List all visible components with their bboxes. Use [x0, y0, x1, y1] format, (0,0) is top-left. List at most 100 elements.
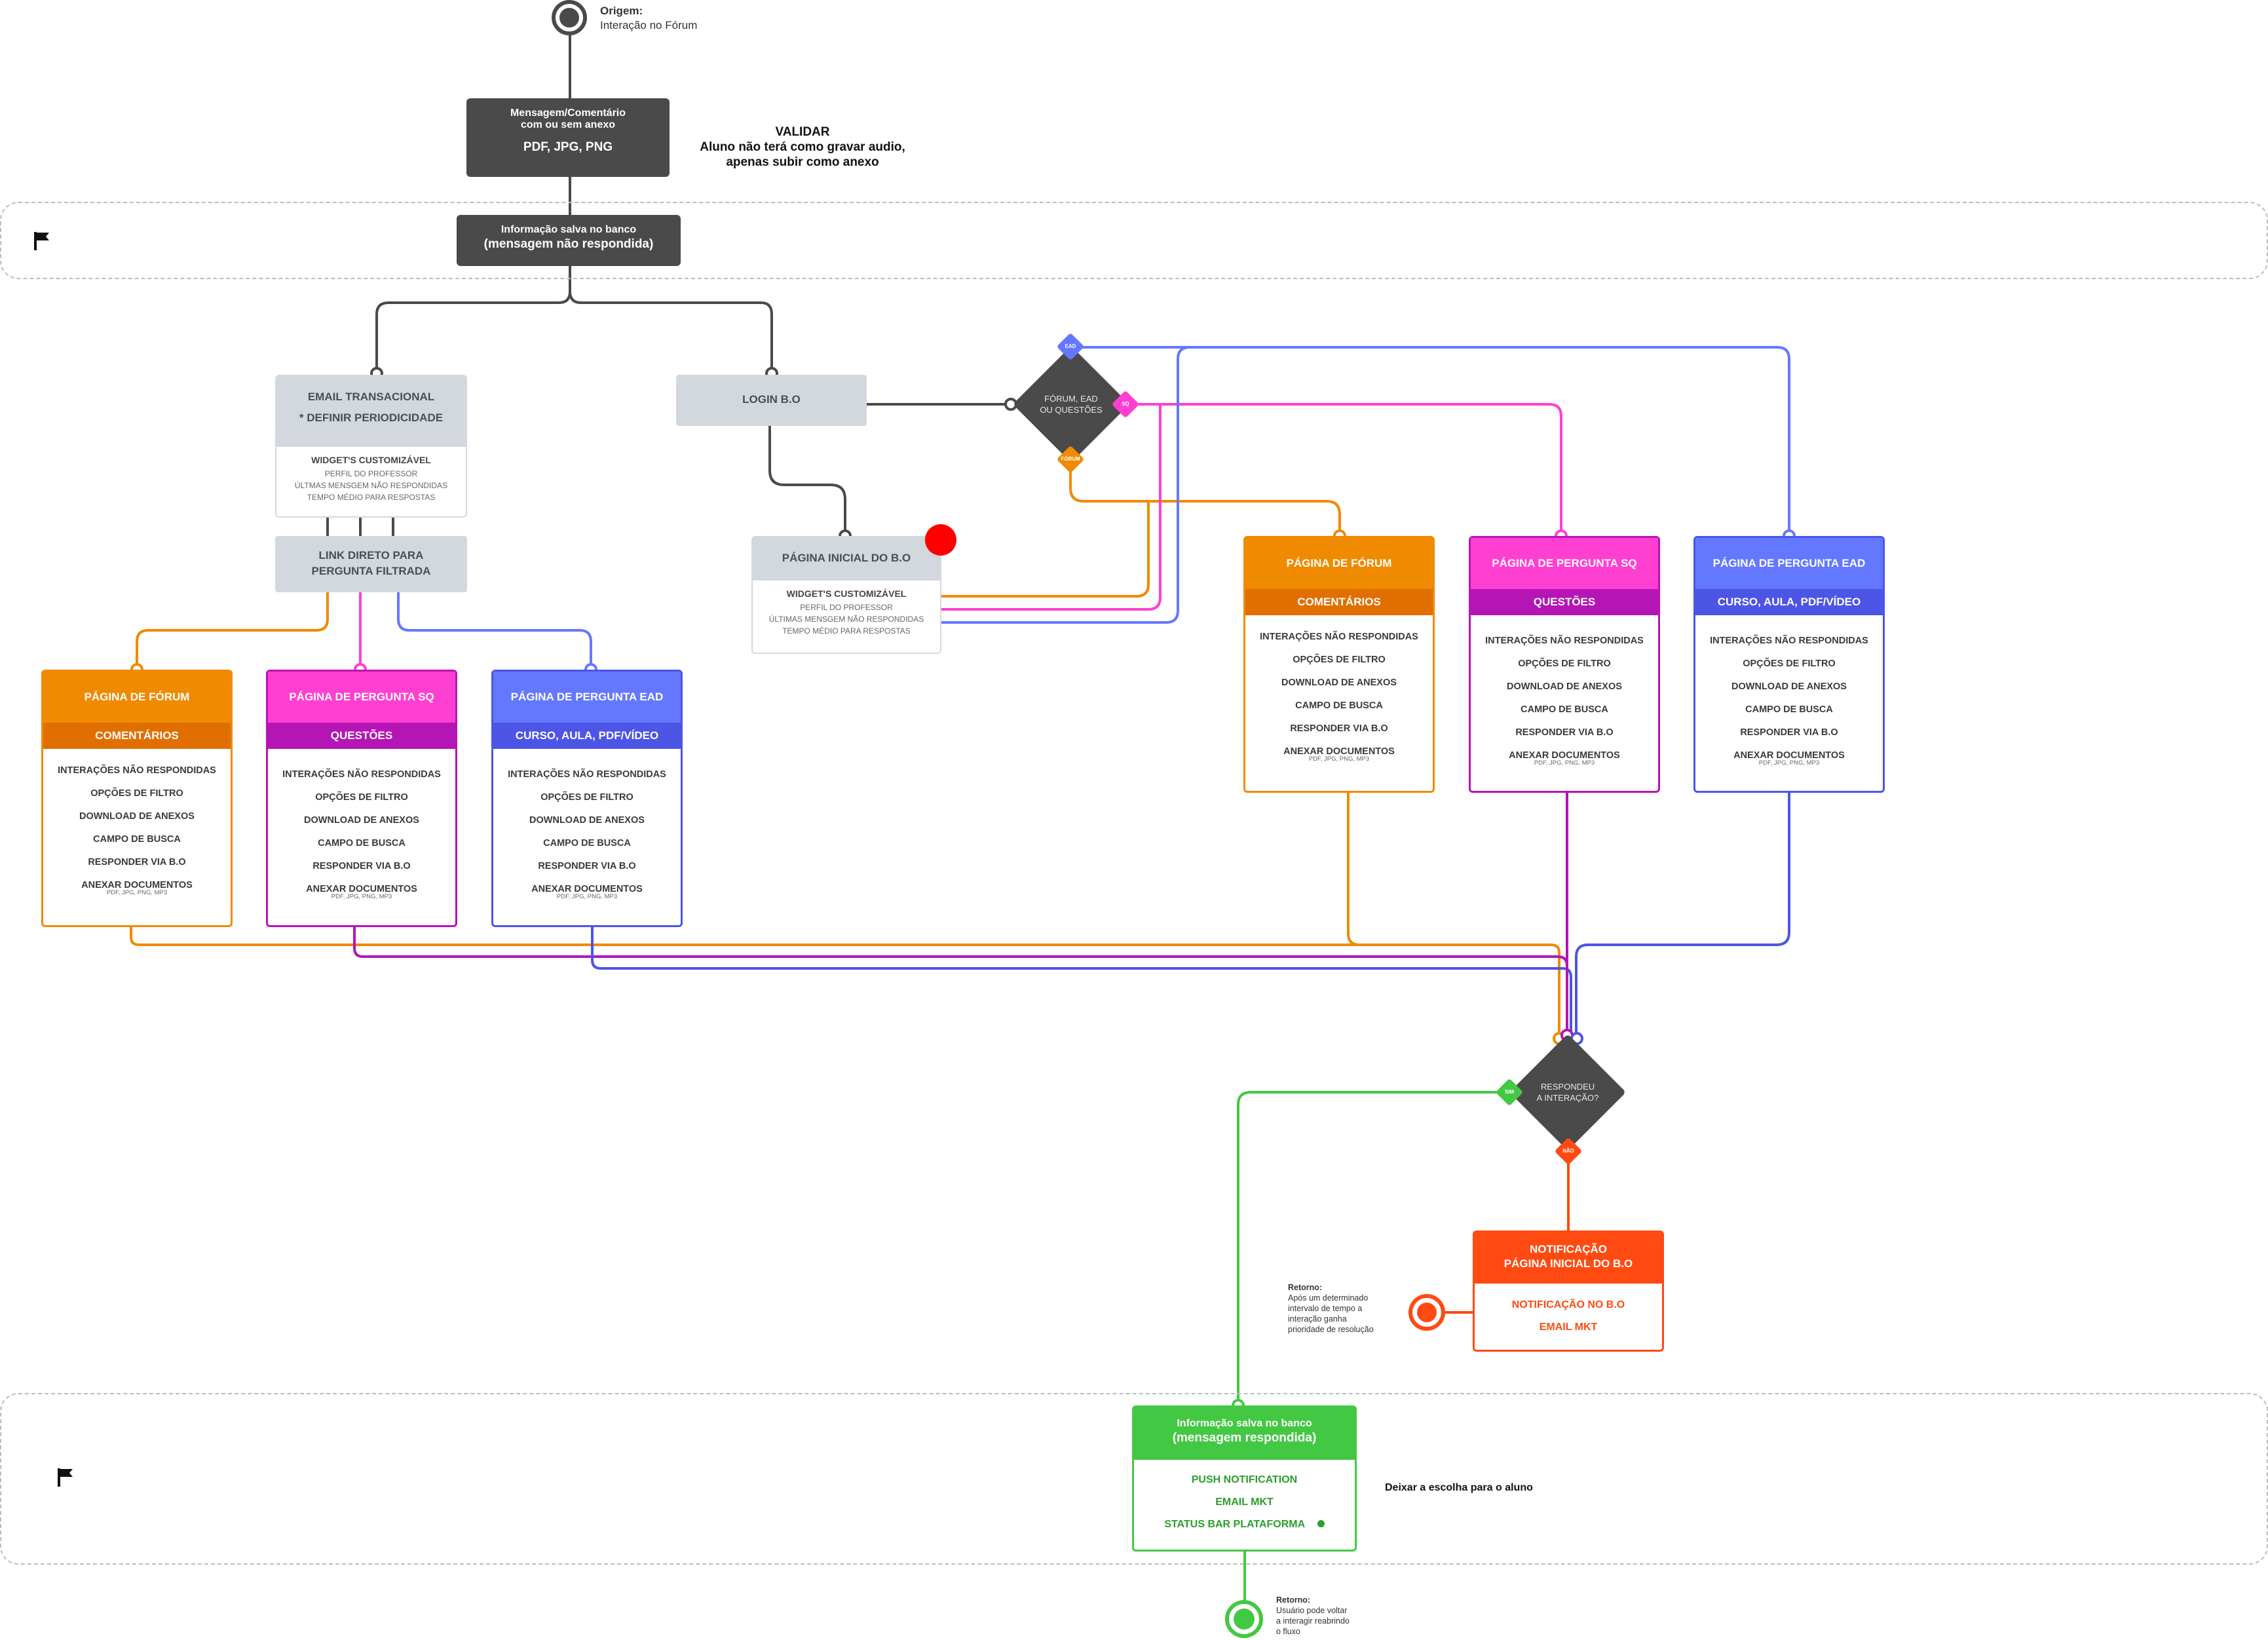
final-item: STATUS BAR PLATAFORMA [1164, 1519, 1306, 1530]
status-dot-icon [1317, 1520, 1325, 1527]
tag-forum-label: FÓRUM [1061, 456, 1080, 462]
card-item: CAMPO DE BUSCA [543, 838, 631, 849]
flag-icon [58, 1468, 73, 1487]
email-widget-item: ÚLTMAS MENSGEM NÃO RESPONDIDAS [294, 481, 448, 490]
card-item: DOWNLOAD DE ANEXOS [529, 815, 645, 826]
return-note-2-line: Retorno: [1276, 1595, 1311, 1605]
card-item: ANEXAR DOCUMENTOS [1283, 746, 1395, 757]
card-item: RESPONDER VIA B.O [538, 861, 636, 871]
wire-decision-sq [1124, 403, 1562, 537]
message-line2: com ou sem anexo [520, 119, 616, 130]
return-note-1-line: Retorno: [1288, 1283, 1323, 1292]
home-widget-item: TEMPO MÉDIO PARA RESPOSTAS [782, 626, 911, 636]
card-item: ANEXAR DOCUMENTOS [81, 880, 193, 890]
return-note-1-line: interação ganha [1288, 1314, 1347, 1324]
decision-forum-line1: FÓRUM, EAD [1044, 394, 1098, 404]
home-widget-title: WIDGET'S CUSTOMIZÁVEL [786, 588, 907, 599]
message-box: Mensagem/Comentário com ou sem anexo PDF… [466, 98, 670, 177]
card-item: RESPONDER VIA B.O [88, 857, 186, 868]
wire-email-link [326, 516, 394, 537]
card-attach-formats: PDF, JPG, PNG, MP3 [1758, 759, 1820, 767]
return-endpoint-red-icon [1408, 1294, 1445, 1331]
card-forum-subtitle: COMENTÁRIOS [1245, 589, 1433, 615]
card-sq-title: PÁGINA DE PERGUNTA SQ [268, 672, 455, 723]
message-line1: Mensagem/Comentário [510, 107, 626, 119]
login-box: LOGIN B.O [676, 375, 867, 426]
swimlane-bottom [0, 1393, 2268, 1565]
card-item: CAMPO DE BUSCA [1521, 704, 1608, 715]
card-forum-right: PÁGINA DE FÓRUM COMENTÁRIOS INTERAÇÕES N… [1243, 536, 1435, 793]
card-sq-right: PÁGINA DE PERGUNTA SQ QUESTÕES INTERAÇÕE… [1469, 536, 1660, 793]
card-item: RESPONDER VIA B.O [1290, 723, 1388, 734]
flag-icon [34, 232, 49, 250]
return-note-2-line: o fluxo [1276, 1627, 1300, 1636]
email-header: EMAIL TRANSACIONAL * DEFINIR PERIODICIDA… [276, 376, 466, 447]
origin-label-line1: Origem: [600, 5, 643, 17]
alert-dot-icon [925, 524, 956, 556]
card-item: CAMPO DE BUSCA [318, 838, 406, 849]
card-item: CAMPO DE BUSCA [1745, 704, 1833, 715]
notification-title1: NOTIFICAÇÃO [1529, 1243, 1608, 1255]
saved-line1: Informação salva no banco [501, 224, 637, 235]
home-bo-box: PÁGINA INICIAL DO B.O WIDGET'S CUSTOMIZÁ… [751, 536, 941, 654]
return-note-1-line: Após um determinado [1288, 1293, 1369, 1303]
card-item: OPÇÕES DE FILTRO [315, 792, 408, 803]
card-item: ANEXAR DOCUMENTOS [1509, 750, 1620, 761]
wire-saved-login [569, 290, 773, 375]
card-item: OPÇÕES DE FILTRO [1518, 658, 1611, 669]
card-attach-formats: PDF, JPG, PNG, MP3 [556, 893, 618, 900]
wire-right-ead-down [1575, 791, 1790, 1040]
link-line1: LINK DIRETO PARA [318, 549, 424, 562]
validate-title: VALIDAR [775, 125, 830, 139]
wire-link-forum [136, 591, 329, 670]
tag-ead-label: EAD [1065, 343, 1076, 349]
final-item: PUSH NOTIFICATION [1191, 1474, 1298, 1485]
card-ead-list: INTERAÇÕES NÃO RESPONDIDAS OPÇÕES DE FIL… [493, 763, 681, 901]
card-sq-title: PÁGINA DE PERGUNTA SQ [1471, 538, 1658, 589]
swimlane-top [0, 202, 2268, 279]
origin-start-icon [552, 0, 587, 35]
card-item: INTERAÇÕES NÃO RESPONDIDAS [282, 769, 441, 780]
wire-decision-ead [1069, 346, 1790, 537]
final-item: EMAIL MKT [1215, 1497, 1274, 1508]
return-note-2-line: a interagir reabrindo [1276, 1616, 1350, 1626]
wire-login-home [768, 425, 846, 537]
final-line2: (mensagem respondida) [1172, 1431, 1317, 1445]
card-item: RESPONDER VIA B.O [1515, 727, 1614, 738]
card-item: ANEXAR DOCUMENTOS [531, 884, 643, 894]
card-ead-title: PÁGINA DE PERGUNTA EAD [1695, 538, 1883, 589]
card-ead-title: PÁGINA DE PERGUNTA EAD [493, 672, 681, 723]
card-item: OPÇÕES DE FILTRO [1743, 658, 1836, 669]
card-forum-subtitle: COMENTÁRIOS [43, 723, 231, 749]
wire-saved-email [375, 264, 571, 375]
card-item: DOWNLOAD DE ANEXOS [1281, 677, 1397, 688]
saved-answered-box: Informação salva no banco (mensagem resp… [1132, 1405, 1357, 1552]
card-sq-left: PÁGINA DE PERGUNTA SQ QUESTÕES INTERAÇÕE… [266, 670, 457, 927]
card-attach-formats: PDF, JPG, PNG, MP3 [106, 889, 168, 896]
wire-home-ead [940, 346, 1191, 624]
card-attach-formats: PDF, JPG, PNG, MP3 [1308, 755, 1370, 763]
card-forum-list: INTERAÇÕES NÃO RESPONDIDAS OPÇÕES DE FIL… [43, 759, 231, 897]
card-item: DOWNLOAD DE ANEXOS [79, 811, 195, 822]
email-subtitle: * DEFINIR PERIODICIDADE [299, 411, 444, 424]
decision-replied-line2: A INTERAÇÃO? [1536, 1093, 1599, 1103]
card-item: CAMPO DE BUSCA [1295, 700, 1383, 711]
return-note-2: Retorno: Usuário pode voltar a interagir… [1276, 1595, 1350, 1637]
card-item: INTERAÇÕES NÃO RESPONDIDAS [1485, 636, 1644, 646]
origin-label: Origem: Interação no Fórum [600, 4, 697, 33]
home-widget-item: PERFIL DO PROFESSOR [800, 603, 893, 612]
origin-label-line2: Interação no Fórum [600, 19, 698, 31]
direct-link-box: LINK DIRETO PARA PERGUNTA FILTRADA [275, 536, 467, 592]
card-item: CAMPO DE BUSCA [93, 834, 181, 845]
email-widget-item: PERFIL DO PROFESSOR [324, 469, 418, 478]
card-ead-subtitle: CURSO, AULA, PDF/VÍDEO [1695, 589, 1883, 615]
email-widget-title: WIDGET'S CUSTOMIZÁVEL [311, 455, 431, 465]
wire-home-forum [940, 500, 1150, 598]
return-note-1-line: prioridade de resolução [1288, 1325, 1374, 1334]
email-widget-item: TEMPO MÉDIO PARA RESPOSTAS [307, 493, 436, 502]
tag-yes-label: SIM [1504, 1089, 1515, 1095]
card-item: INTERAÇÕES NÃO RESPONDIDAS [58, 765, 216, 776]
card-item: DOWNLOAD DE ANEXOS [1507, 681, 1622, 692]
return-endpoint-green-icon [1225, 1600, 1263, 1638]
